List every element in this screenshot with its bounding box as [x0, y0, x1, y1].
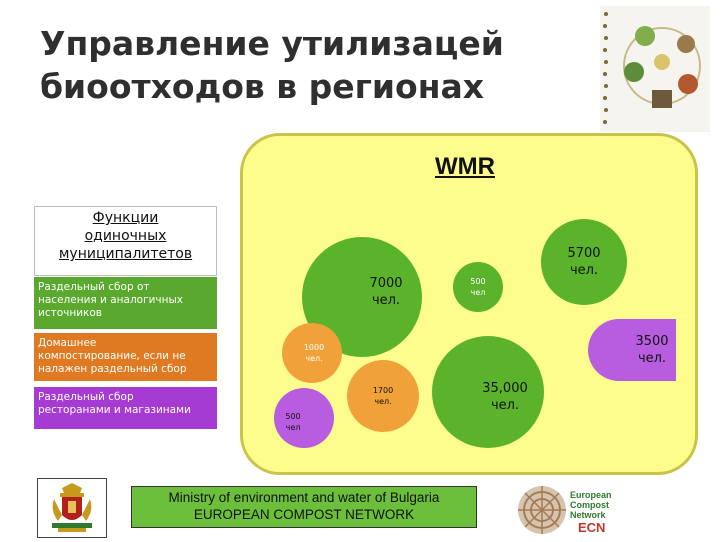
band-3-line-2: ресторанами и магазинами [38, 404, 191, 416]
municipal-functions-panel: Функции одиночных муниципалитетов [34, 206, 217, 276]
panel-title-line-3: муниципалитетов [58, 246, 193, 262]
circle-35000-value: 35,000 [482, 381, 528, 396]
circle-3500-value: 3500 [635, 334, 669, 349]
ecn-text-network: Network [570, 510, 607, 520]
circle-1000-unit: чел. [305, 354, 323, 363]
compost-cycle-illustration [600, 6, 710, 132]
circle-500-purple: 500 чел [274, 388, 334, 448]
ecn-text-european: European [570, 490, 612, 500]
ministry-line-2: EUROPEAN COMPOST NETWORK [193, 507, 415, 522]
circle-35000-unit: чел. [490, 398, 520, 413]
circle-3500: 3500 чел. [588, 319, 676, 381]
band-1-line-1: Раздельный сбор от [38, 281, 150, 293]
title-line-1: Управление утилизацей [40, 24, 504, 63]
bulgaria-coat-of-arms-logo [37, 478, 107, 538]
circle-5700-unit: чел. [569, 263, 599, 278]
circle-500-green-unit: чел [470, 288, 486, 297]
circle-3500-unit: чел. [637, 351, 667, 366]
circle-1700-unit: чел. [374, 397, 392, 406]
ecn-logo: European Compost Network ECN [516, 484, 620, 536]
circle-35000: 35,000 чел. [432, 336, 544, 448]
band-1-line-3: источников [38, 307, 102, 319]
wmr-label: WMR [435, 153, 495, 180]
band-separate-collection-households: Раздельный сбор от населения и аналогичн… [34, 277, 217, 329]
band-1-line-2: населения и аналогичных [38, 294, 183, 306]
band-home-composting: Домашнее компостирование, если не налаже… [34, 333, 217, 381]
ministry-line-1: Ministry of environment and water of Bul… [168, 490, 440, 505]
circle-500-green: 500 чел [453, 262, 503, 312]
band-2-line-3: налажен раздельный сбор [38, 363, 187, 375]
circle-7000-unit: чел. [371, 293, 401, 308]
band-3-line-1: Раздельный сбор [38, 391, 134, 403]
panel-title-line-1: Функции [92, 210, 159, 226]
circle-1000: 1000 чел. [282, 323, 342, 383]
circle-7000-value: 7000 [369, 276, 403, 291]
panel-title: Функции одиночных муниципалитетов [35, 209, 216, 263]
circle-500-purple-value: 500 [285, 412, 301, 421]
circle-500-green-value: 500 [470, 277, 486, 286]
circle-500-purple-unit: чел [285, 423, 301, 432]
band-2-line-2: компостирование, если не [38, 350, 186, 362]
page-title: Управление утилизацей биоотходов в регио… [40, 22, 580, 108]
ministry-banner: Ministry of environment and water of Bul… [131, 486, 477, 528]
circle-1700-value: 1700 [372, 386, 394, 395]
circle-1000-value: 1000 [303, 343, 325, 352]
ecn-text-compost: Compost [570, 500, 609, 510]
ecn-text-abbr: ECN [578, 520, 605, 535]
circle-5700: 5700 чел. [541, 219, 627, 305]
circle-5700-value: 5700 [567, 246, 601, 261]
title-line-2: биоотходов в регионах [40, 67, 485, 106]
circle-1700: 1700 чел. [347, 360, 419, 432]
band-separate-collection-businesses: Раздельный сбор ресторанами и магазинами [34, 387, 217, 429]
band-2-line-1: Домашнее [38, 337, 97, 349]
panel-title-line-2: одиночных [84, 228, 167, 244]
